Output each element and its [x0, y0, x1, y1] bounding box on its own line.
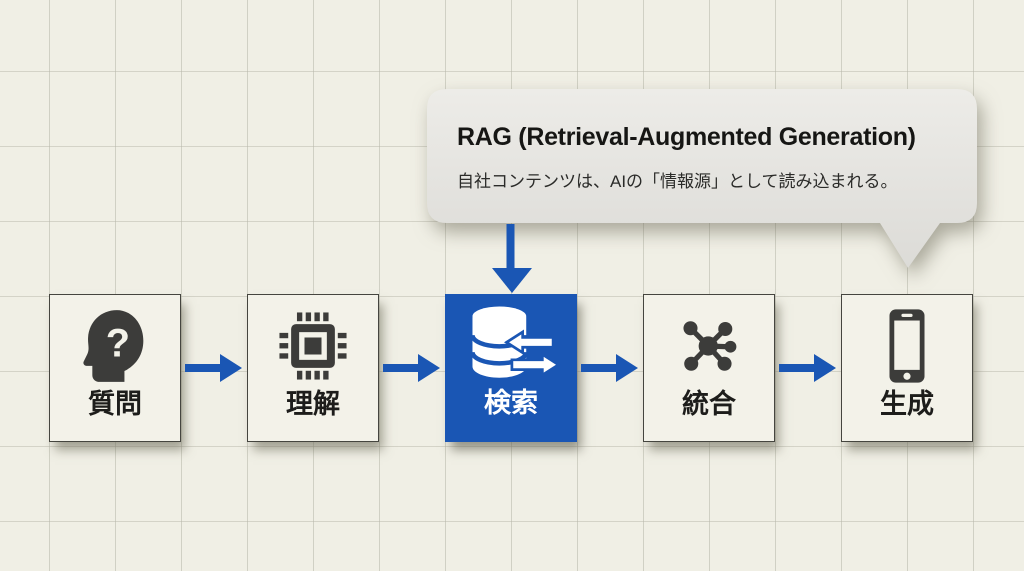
cpu-chip-icon: [279, 312, 347, 380]
callout-subtitle: 自社コンテンツは、AIの「情報源」として読み込まれる。: [457, 172, 898, 191]
step-label: 検索: [484, 388, 538, 418]
flow-step-understanding: 理解: [247, 294, 379, 442]
question-head-icon: ?: [83, 310, 144, 382]
flow-step-question: ? 質問: [49, 294, 181, 442]
step-label: 質問: [88, 389, 142, 419]
database-transfer-icon: [470, 306, 561, 378]
step-label: 統合: [682, 389, 736, 419]
arrow-right-icon: [185, 354, 242, 382]
speech-bubble-shape: [427, 89, 977, 268]
arrow-right-icon: [779, 354, 836, 382]
arrow-down-icon: [492, 224, 532, 293]
step-label: 生成: [880, 389, 934, 419]
callout-title: RAG (Retrieval-Augmented Generation): [457, 123, 916, 151]
svg-text:?: ?: [106, 321, 130, 365]
flow-step-retrieval: 検索: [445, 294, 577, 442]
flow-step-generation: 生成: [841, 294, 973, 442]
flow-step-integration: 統合: [643, 294, 775, 442]
callout-text: RAG (Retrieval-Augmented Generation) 自社コ…: [457, 123, 916, 192]
network-hub-icon: [683, 321, 737, 371]
arrow-right-icon: [383, 354, 440, 382]
step-label: 理解: [286, 389, 340, 419]
arrow-right-icon: [581, 354, 638, 382]
smartphone-icon: [889, 309, 925, 383]
